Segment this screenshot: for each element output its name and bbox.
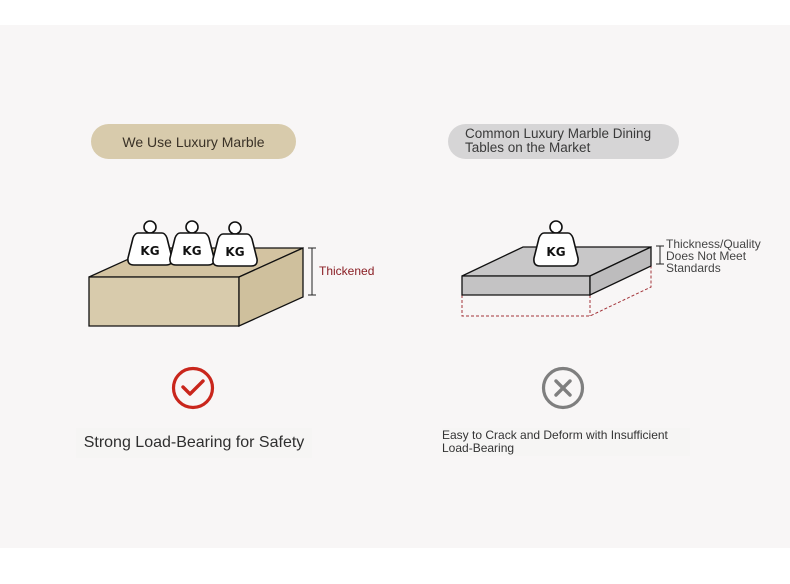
caption-left: Strong Load-Bearing for Safety (76, 428, 312, 458)
heading-pill-right: Common Luxury Marble Dining Tables on th… (448, 124, 679, 159)
svg-text:KG: KG (546, 245, 565, 259)
heading-right-line1: Common Luxury Marble Dining (465, 126, 652, 141)
caption-right-line1: Easy to Crack and Deform with Insufficie… (442, 428, 668, 442)
substandard-label-line1: Thickness/Quality (666, 237, 761, 251)
check-circle-icon (171, 366, 215, 410)
weight-icon: KG (212, 221, 258, 267)
thickness-dimension-bracket (308, 247, 316, 296)
heading-left: We Use Luxury Marble (122, 133, 265, 150)
caption-right: Easy to Crack and Deform with Insufficie… (442, 428, 690, 456)
thickened-label: Thickened (319, 264, 375, 278)
svg-text:KG: KG (225, 245, 244, 259)
weight-icon: KG (127, 220, 173, 266)
x-circle-icon (541, 366, 585, 410)
heading-pill-left: We Use Luxury Marble (91, 124, 296, 159)
caption-right-line2: Load-Bearing (442, 441, 515, 455)
caption-left-text: Strong Load-Bearing for Safety (83, 434, 305, 451)
substandard-label-line2: Does Not Meet (666, 249, 747, 263)
svg-text:KG: KG (182, 244, 201, 258)
weight-icon: KG (533, 220, 579, 267)
substandard-label-line3: Standards (666, 261, 721, 275)
standard-thickness-outline (461, 266, 652, 317)
svg-text:KG: KG (140, 244, 159, 258)
heading-right-line2: Tables on the Market (465, 140, 591, 155)
weight-icon: KG (169, 220, 215, 266)
thin-dimension-bracket (656, 245, 664, 265)
substandard-label: Thickness/Quality Does Not Meet Standard… (666, 238, 776, 274)
